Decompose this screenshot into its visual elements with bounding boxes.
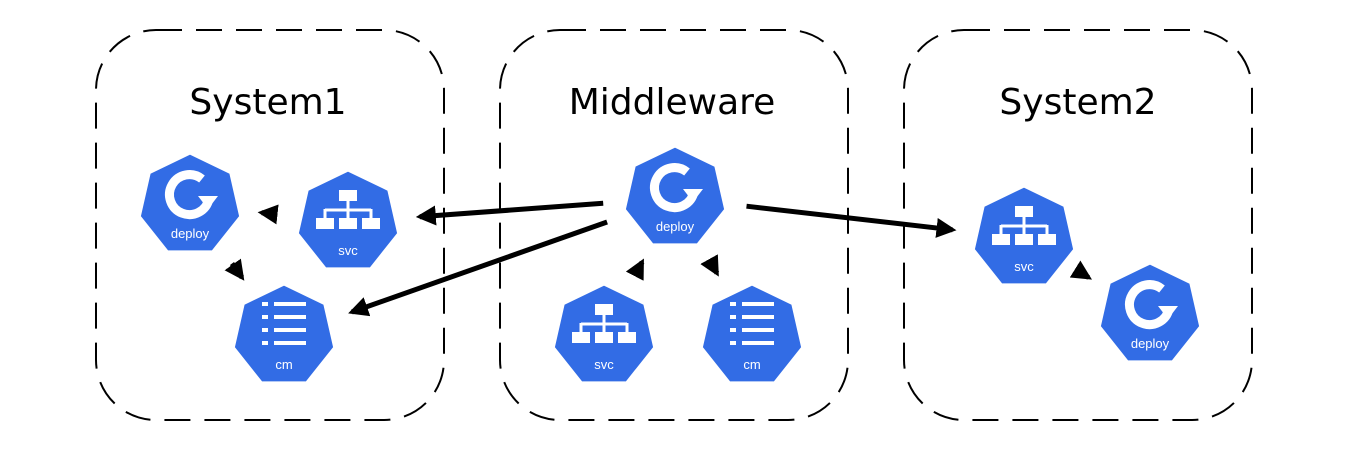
node-shape (622, 144, 728, 247)
node-s2-svc: svc (971, 184, 1077, 287)
node-label: svc (338, 243, 358, 258)
deploy-icon (1125, 280, 1178, 330)
node-label: deploy (656, 219, 695, 234)
group-boundary (499, 29, 849, 421)
group-title-system2: System2 (999, 82, 1156, 123)
node-mw-deploy: deploy (622, 144, 728, 247)
node-s1-svc: svc (295, 168, 401, 271)
node-s2-deploy: deploy (1097, 261, 1203, 364)
node-shape (1097, 261, 1203, 364)
svc-icon (992, 206, 1056, 245)
svc-icon (316, 190, 380, 229)
node-label: deploy (1131, 336, 1170, 351)
node-shape (231, 282, 337, 385)
cm-icon (730, 302, 774, 345)
node-label: cm (275, 357, 292, 372)
deploy-icon (165, 170, 218, 220)
group-system2: System2 (903, 29, 1253, 421)
node-label: svc (1014, 259, 1034, 274)
group-middleware: Middleware (499, 29, 849, 421)
node-label: svc (594, 357, 614, 372)
node-s1-deploy: deploy (137, 151, 243, 254)
node-mw-cm: cm (699, 282, 805, 385)
deploy-icon (650, 163, 703, 213)
arrow-s2_svc-to-s2_deploy (1069, 260, 1092, 280)
arrow-mw_svc-to-mw_deploy (625, 258, 645, 281)
svc-icon (572, 304, 636, 343)
group-title-middleware: Middleware (569, 82, 776, 123)
group-system1: System1 (95, 29, 445, 421)
node-shape (699, 282, 805, 385)
cm-icon (262, 302, 306, 345)
edges (224, 200, 1092, 317)
group-boundary (95, 29, 445, 421)
node-label: deploy (171, 226, 210, 241)
arrow-mw_deploy-to-s1_svc (415, 200, 604, 226)
node-s1-cm: cm (231, 282, 337, 385)
node-mw-svc: svc (551, 282, 657, 385)
nodes: deploy svc cm deploy svc cm svc deploy (137, 144, 1203, 385)
arrow-mw_deploy-to-s2_svc (746, 203, 957, 238)
group-title-system1: System1 (189, 82, 346, 123)
node-label: cm (743, 357, 760, 372)
arrow-mw_deploy-to-mw_cm (700, 254, 720, 277)
arrow-s1_svc-to-s1_deploy (257, 204, 279, 225)
node-shape (137, 151, 243, 254)
arrow-mw_deploy-to-s1_cm (348, 219, 608, 317)
arrow-s1_deploy-to-s1_cm (224, 258, 245, 281)
